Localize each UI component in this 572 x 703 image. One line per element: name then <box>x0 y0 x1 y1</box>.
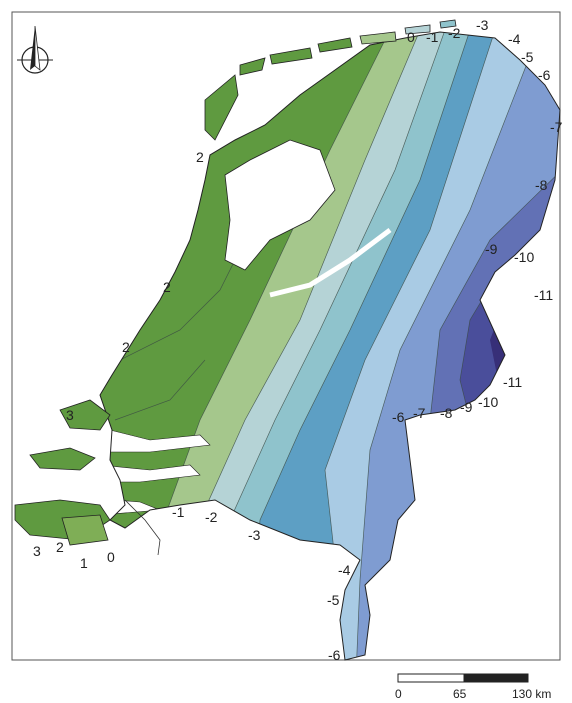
contour-label: -7 <box>550 119 563 135</box>
map-border <box>11 11 561 661</box>
contour-label: -1 <box>426 29 439 45</box>
contour-label: -4 <box>338 562 351 578</box>
contour-label: -6 <box>538 67 551 83</box>
north-arrow-icon <box>17 25 53 74</box>
contour-label: 2 <box>196 149 204 165</box>
contour-label: -8 <box>535 177 548 193</box>
scale-label-130: 130 km <box>512 687 551 701</box>
contour-label: -4 <box>508 31 521 47</box>
scale-bar-black <box>463 673 529 683</box>
contour-label: -11 <box>534 287 553 303</box>
delta-water-1 <box>100 429 211 453</box>
contour-label: -11 <box>503 374 522 390</box>
scale-label-65: 65 <box>453 687 467 701</box>
scale-bar: 0 65 130 km <box>395 673 551 701</box>
contour-label: 0 <box>107 549 115 565</box>
contour-label: -3 <box>248 527 261 543</box>
contour-label: -2 <box>205 509 218 525</box>
contour-label: 3 <box>33 543 41 559</box>
zeeland-islands <box>14 399 111 546</box>
contour-labels: 2 2 2 3 3 2 1 0 0 -1 -2 -3 -4 -5 -6 -7 -… <box>33 17 563 663</box>
contour-label: -5 <box>521 49 534 65</box>
contour-label: -6 <box>328 647 341 663</box>
contour-label: -3 <box>476 17 489 33</box>
ijsselmeer <box>224 139 336 271</box>
wadden-islands <box>204 19 457 141</box>
contour-label: 2 <box>163 279 171 295</box>
contour-label: 2 <box>122 339 130 355</box>
contour-label: -2 <box>448 25 461 41</box>
contour-label: 1 <box>80 555 88 571</box>
land-outline <box>99 31 561 661</box>
scale-label-0: 0 <box>395 687 402 701</box>
contour-label: -10 <box>478 394 498 410</box>
contour-label: -5 <box>327 592 340 608</box>
contour-label: -10 <box>514 249 534 265</box>
contour-label: -7 <box>413 405 426 421</box>
river <box>269 228 392 298</box>
contour-label: 2 <box>56 539 64 555</box>
contour-label: -9 <box>485 241 498 257</box>
scheldt-river <box>124 499 161 556</box>
contour-label: 0 <box>407 29 415 45</box>
contour-label: -6 <box>392 409 405 425</box>
contour-label: -9 <box>460 399 473 415</box>
contour-label: 3 <box>66 407 74 423</box>
scale-bar-white <box>397 673 465 683</box>
contour-label: -8 <box>440 405 453 421</box>
contour-label: -1 <box>172 504 185 520</box>
